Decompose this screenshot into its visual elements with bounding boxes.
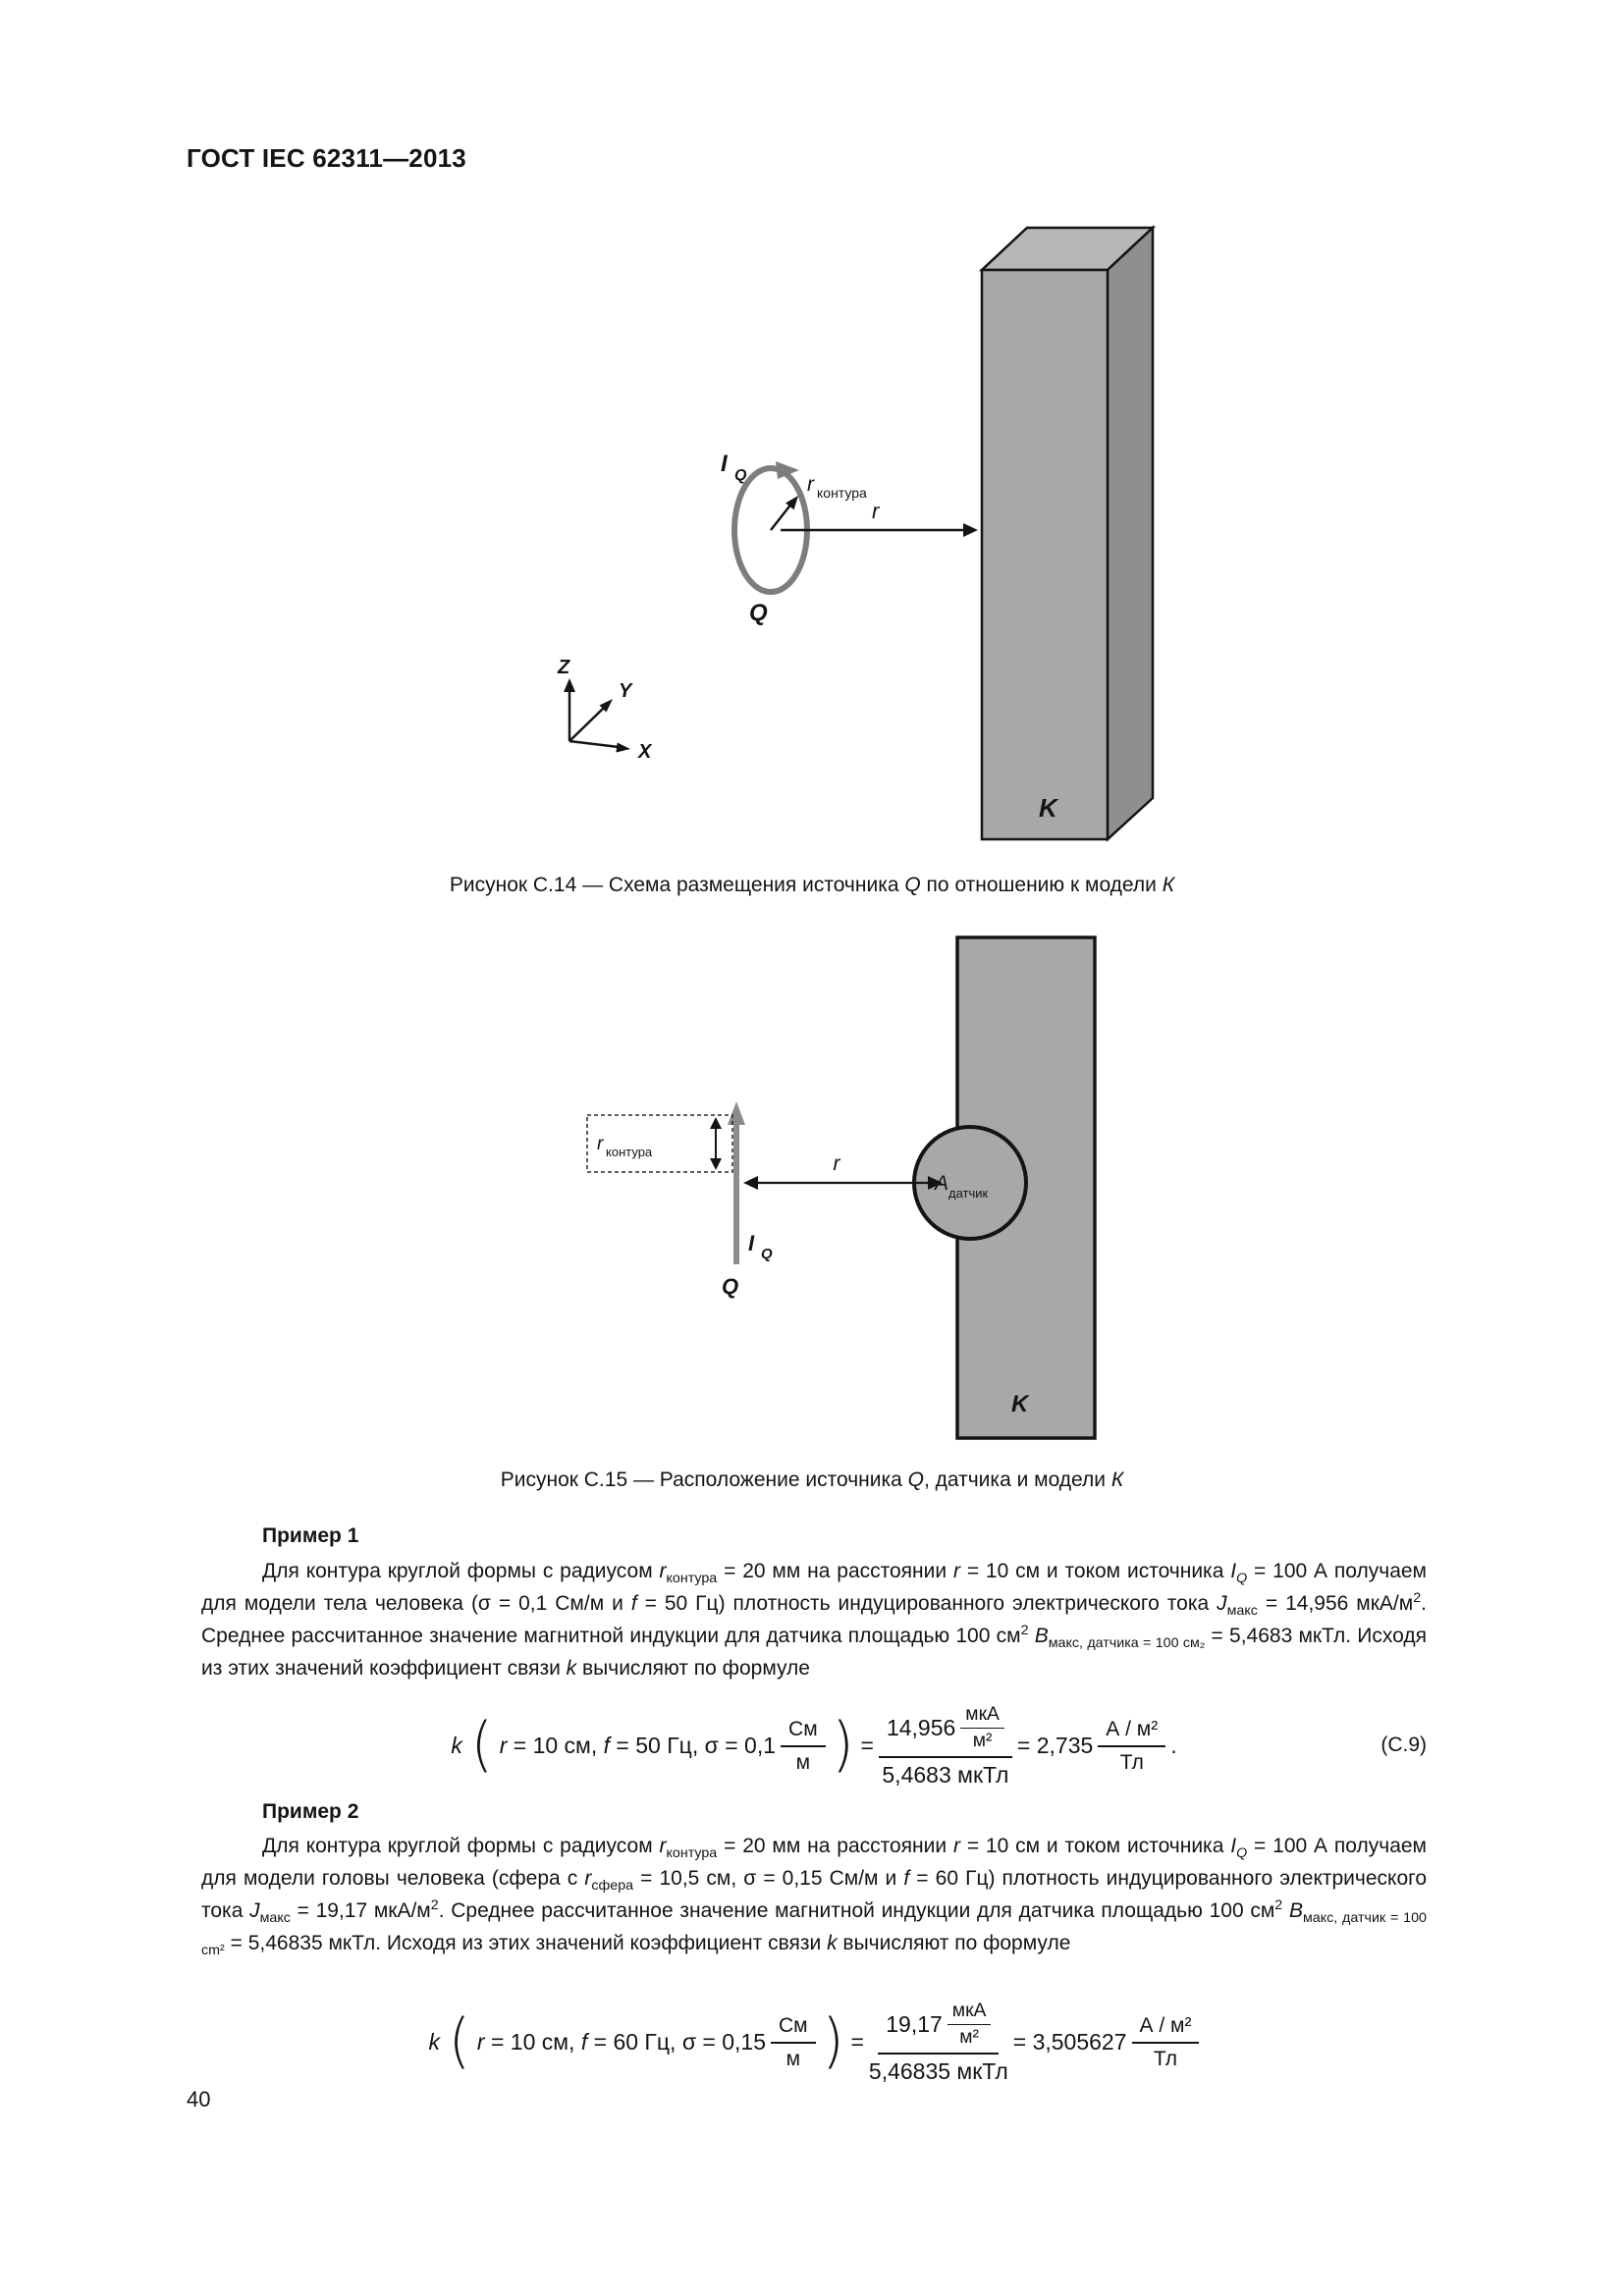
equation-c9: k ( r = 10 см, f = 50 Гц, σ = 0,1 См м )… — [451, 1703, 1176, 1789]
fraction-numerator: А / м² — [1131, 2013, 1200, 2044]
y-axis-arrowhead-icon — [599, 699, 613, 713]
distance-r-arrowhead-left-icon — [743, 1176, 758, 1190]
microampere-per-m2-fraction: мкА м² — [947, 2001, 992, 2049]
fraction-numerator: 19,17 мкА м² — [878, 2000, 1000, 2055]
main-fraction: 19,17 мкА м² 5,46835 мкТл — [869, 2000, 1008, 2085]
sm-per-m-fraction: См м — [781, 1717, 826, 1775]
model-box-front-face — [980, 268, 1110, 841]
fraction-denominator: м — [785, 2047, 801, 2070]
fraction-numerator: мкА — [960, 1704, 1004, 1729]
result-units-fraction: А / м² Тл — [1098, 1717, 1166, 1775]
example1-title: Пример 1 — [262, 1524, 359, 1547]
equals-sign: = — [860, 1732, 874, 1758]
fraction-denominator: м — [795, 1750, 811, 1774]
fraction-numerator: 14,956 мкА м² — [878, 1703, 1012, 1758]
equation-arguments: r = 10 см, f = 60 Гц, σ = 0,15 — [476, 2028, 766, 2055]
z-axis-arrowhead-icon — [564, 678, 575, 692]
loop-radius-label: r — [597, 1134, 604, 1154]
radius-dashed-box — [586, 1114, 733, 1173]
equation2-row: k ( r = 10 см, f = 60 Гц, σ = 0,15 См м … — [201, 1993, 1427, 2091]
open-paren: ( — [449, 2006, 470, 2076]
y-axis-label: Y — [619, 680, 633, 702]
sm-per-m-fraction: См м — [771, 2013, 816, 2071]
result-units-fraction: А / м² Тл — [1131, 2013, 1200, 2071]
radius-arrowhead-bottom-icon — [710, 1158, 722, 1170]
current-label: I — [721, 451, 729, 477]
fraction-denominator: 5,46835 мкТл — [868, 2057, 1008, 2084]
equation-c9-row: k ( r = 10 см, f = 50 Гц, σ = 0,1 См м )… — [201, 1696, 1427, 1794]
close-paren: ) — [832, 1710, 854, 1780]
source-q-label: Q — [722, 1274, 738, 1299]
fraction-numerator: А / м² — [1098, 1717, 1166, 1747]
equals-sign: = — [850, 2028, 864, 2055]
loop-current-arrow-icon — [776, 461, 799, 479]
distance-r-label: r — [872, 499, 881, 523]
source-current-arrowhead-icon — [728, 1101, 745, 1125]
result-value: = 3,505627 — [1012, 2028, 1127, 2055]
document-header: ГОСТ IEC 62311—2013 — [187, 143, 466, 173]
model-k-label: K — [1039, 793, 1059, 823]
fraction-denominator: м² — [972, 1730, 993, 1751]
sensor-area-label-sub: датчик — [948, 1186, 989, 1201]
model-box-side-face — [1106, 225, 1155, 842]
distance-r-arrowhead-icon — [963, 523, 978, 537]
k-symbol: k — [451, 1732, 462, 1758]
source-q-label: Q — [749, 600, 768, 626]
open-paren: ( — [470, 1710, 493, 1780]
main-fraction: 14,956 мкА м² 5,4683 мкТл — [878, 1703, 1012, 1789]
microampere-per-m2-fraction: мкА м² — [960, 1704, 1004, 1752]
equation-number: (С.9) — [1380, 1734, 1427, 1756]
fraction-numerator: мкА — [947, 2001, 992, 2025]
close-paren: ) — [822, 2006, 844, 2076]
model-k-label: K — [1011, 1391, 1030, 1417]
distance-r-arrowhead-right-icon — [928, 1176, 943, 1190]
x-axis-arrowhead-icon — [616, 742, 630, 753]
numerator-value: 19,17 — [886, 2010, 943, 2037]
fraction-denominator: м² — [959, 2026, 979, 2048]
example2-title: Пример 2 — [262, 1800, 359, 1823]
formula-period: . — [1170, 1732, 1177, 1758]
z-axis-label: Z — [557, 657, 570, 678]
current-label: I — [748, 1231, 755, 1255]
figure-c14-caption: Рисунок С.14 — Схема размещения источник… — [449, 874, 1175, 896]
current-label-sub: Q — [761, 1246, 773, 1262]
figure-c15-diagram: A датчик r контура r I Q Q K — [586, 935, 1097, 1440]
k-symbol: k — [428, 2028, 441, 2055]
example1-body: Для контура круглой формы с радиусом rко… — [201, 1560, 1427, 1680]
loop-radius-arrow — [770, 502, 793, 531]
loop-radius-label-sub: контура — [606, 1145, 653, 1159]
equation2: k ( r = 10 см, f = 60 Гц, σ = 0,15 См м … — [429, 2000, 1200, 2085]
radius-arrowhead-top-icon — [710, 1117, 722, 1129]
figure-c14-diagram: K I Q r контура r Q Z Y X — [557, 225, 1157, 842]
current-label-sub: Q — [734, 467, 747, 484]
loop-radius-label-sub: контура — [817, 485, 867, 501]
loop-radius-label: r — [807, 473, 815, 496]
equation-arguments: r = 10 см, f = 50 Гц, σ = 0,1 — [499, 1732, 777, 1758]
x-axis-label: X — [637, 741, 653, 763]
page-number: 40 — [187, 2087, 211, 2111]
fraction-numerator: См — [781, 1717, 826, 1747]
fraction-denominator: Тл — [1153, 2047, 1178, 2070]
example2-body: Для контура круглой формы с радиусом rко… — [201, 1835, 1428, 1959]
fraction-denominator: Тл — [1119, 1750, 1144, 1774]
figure-c15-caption: Рисунок С.15 — Расположение источника Q,… — [500, 1468, 1124, 1491]
loop-radius-arrowhead-icon — [785, 496, 798, 510]
result-value: = 2,735 — [1016, 1732, 1094, 1758]
distance-r-label: r — [834, 1152, 841, 1175]
x-axis — [568, 739, 620, 749]
numerator-value: 14,956 — [886, 1714, 956, 1740]
fraction-numerator: См — [771, 2013, 816, 2044]
y-axis — [568, 706, 606, 742]
fraction-denominator: 5,4683 мкТл — [882, 1761, 1009, 1788]
